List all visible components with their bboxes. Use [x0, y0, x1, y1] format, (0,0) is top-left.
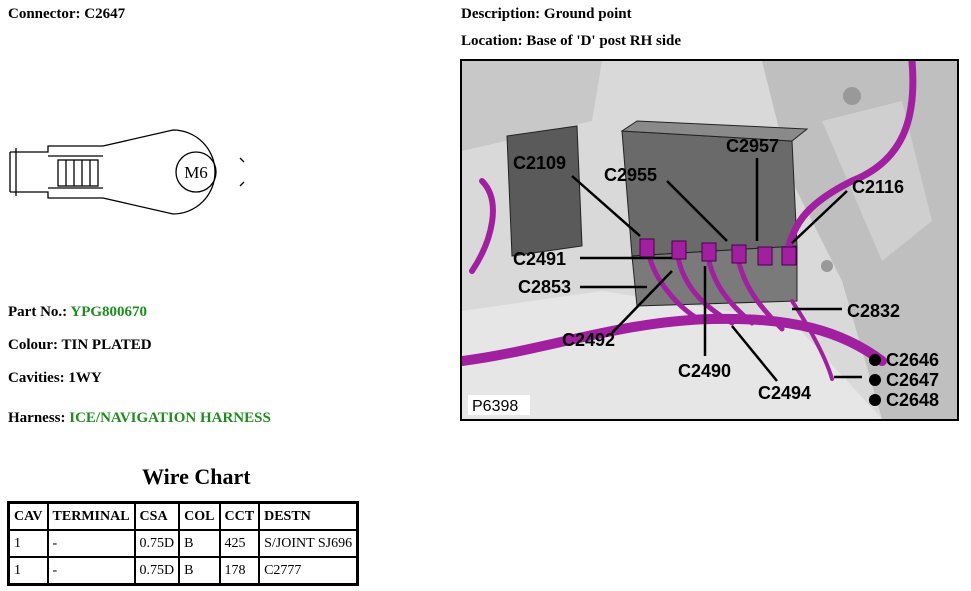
cavities-line: Cavities: 1WY — [8, 370, 102, 387]
callout-c2646: C2646 — [886, 350, 939, 370]
photo-callouts: C2109 C2955 C2957 C2116 C2491 C2853 C283… — [513, 136, 939, 410]
location-photo: C2109 C2955 C2957 C2116 C2491 C2853 C283… — [460, 59, 959, 421]
bullet-icon — [869, 354, 881, 366]
table-row: 1 - 0.75D B 425 S/JOINT SJ696 — [7, 529, 359, 558]
table-header-row: CAV TERMINAL CSA COL CCT DESTN — [7, 501, 359, 531]
cell-cct: 178 — [218, 556, 261, 586]
cell-col: B — [178, 556, 221, 586]
cell-csa: 0.75D — [133, 556, 181, 586]
cavities-value: 1WY — [68, 370, 102, 386]
callout-c2116: C2116 — [852, 177, 904, 197]
callout-c2492: C2492 — [562, 330, 615, 350]
colour-line: Colour: TIN PLATED — [8, 337, 152, 354]
header-csa: CSA — [133, 501, 181, 531]
cell-csa: 0.75D — [133, 529, 181, 558]
callout-c2955: C2955 — [604, 165, 657, 185]
cell-destn: C2777 — [258, 556, 359, 586]
cell-cav: 1 — [7, 556, 49, 586]
description-value: Ground point — [543, 6, 632, 22]
description-line: Description: Ground point — [461, 6, 632, 23]
connector-value: C2647 — [84, 6, 126, 22]
part-no-value: YPG800670 — [70, 304, 148, 320]
colour-label: Colour: — [8, 337, 58, 353]
location-label: Location: — [461, 33, 523, 49]
header-cct: CCT — [218, 501, 261, 531]
callout-c2957: C2957 — [726, 136, 779, 156]
cell-cct: 425 — [218, 529, 261, 558]
callout-c2490: C2490 — [678, 361, 731, 381]
photo-reference: P6398 — [472, 398, 518, 415]
header-cav: CAV — [7, 501, 49, 531]
colour-value: TIN PLATED — [61, 337, 152, 353]
callout-c2109: C2109 — [513, 153, 566, 173]
harness-line: Harness: ICE/NAVIGATION HARNESS — [8, 410, 271, 427]
stud-size-label: M6 — [184, 163, 208, 182]
part-no-label: Part No.: — [8, 304, 68, 320]
bullet-icon — [869, 374, 881, 386]
header-col: COL — [178, 501, 221, 531]
callout-c2647: C2647 — [886, 370, 939, 390]
callout-c2648: C2648 — [886, 390, 939, 410]
callout-c2494: C2494 — [758, 383, 811, 403]
ring-terminal-drawing: M6 — [9, 129, 245, 215]
connector-label: Connector: — [8, 6, 81, 22]
location-value: Base of 'D' post RH side — [526, 33, 682, 49]
part-no-line: Part No.: YPG800670 — [8, 304, 147, 321]
header-terminal: TERMINAL — [46, 501, 136, 531]
harness-label: Harness: — [8, 410, 66, 426]
table-row: 1 - 0.75D B 178 C2777 — [7, 556, 359, 586]
cell-cav: 1 — [7, 529, 49, 558]
location-line: Location: Base of 'D' post RH side — [461, 33, 681, 50]
callout-c2853: C2853 — [518, 277, 571, 297]
callout-c2491: C2491 — [513, 249, 566, 269]
description-label: Description: — [461, 6, 541, 22]
cavities-label: Cavities: — [8, 370, 65, 386]
wire-chart-table: CAV TERMINAL CSA COL CCT DESTN 1 - 0.75D… — [7, 501, 360, 586]
cell-terminal: - — [46, 556, 136, 586]
wire-chart-title: Wire Chart — [142, 464, 251, 489]
cell-destn: S/JOINT SJ696 — [258, 529, 359, 558]
connector-line: Connector: C2647 — [8, 6, 125, 23]
bullet-icon — [869, 394, 881, 406]
header-destn: DESTN — [258, 501, 359, 531]
cell-terminal: - — [46, 529, 136, 558]
harness-value: ICE/NAVIGATION HARNESS — [69, 410, 271, 426]
cell-col: B — [178, 529, 221, 558]
callout-c2832: C2832 — [847, 301, 900, 321]
